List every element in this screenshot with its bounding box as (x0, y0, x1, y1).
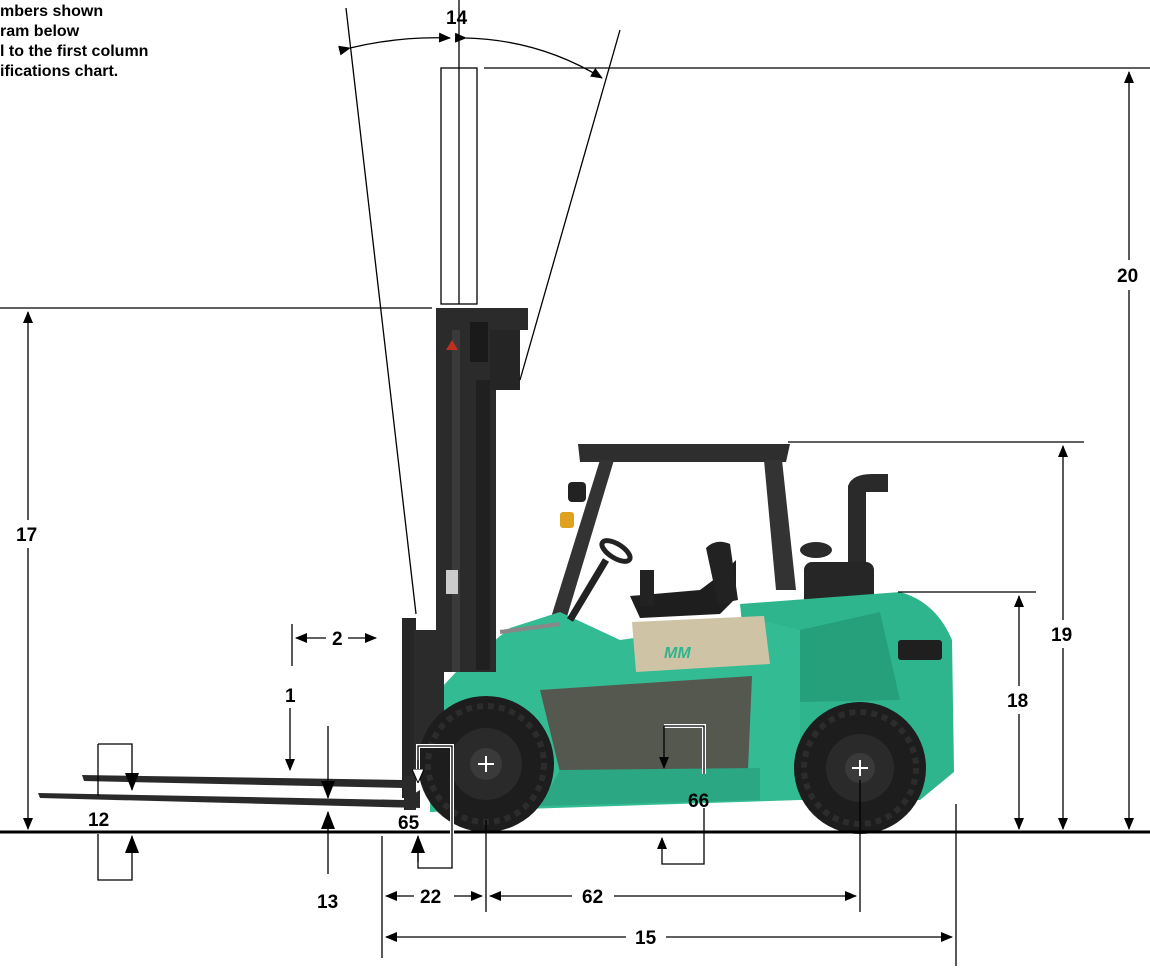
axle-center-marks (478, 756, 868, 776)
intro-note: mbers shown ram below l to the first col… (0, 2, 230, 82)
fork-upper (82, 775, 404, 788)
label-13: 13 (317, 892, 338, 913)
label-2: 2 (332, 629, 343, 650)
operator-station (566, 538, 738, 622)
engine-cover (632, 616, 770, 672)
label-17: 17 (16, 525, 37, 546)
label-65: 65 (398, 813, 420, 834)
engine-cover-logo: MM (664, 645, 691, 662)
label-20: 20 (1117, 266, 1138, 287)
label-18: 18 (1007, 691, 1028, 712)
label-14: 14 (446, 8, 468, 29)
fork-lower (38, 790, 420, 808)
forklift-illustration: MM (38, 308, 954, 834)
label-62: 62 (582, 887, 603, 908)
intro-note-line-2: ram below (0, 23, 80, 40)
exhaust-stack (800, 474, 888, 614)
label-12: 12 (88, 810, 109, 831)
label-1: 1 (285, 686, 296, 707)
label-19: 19 (1051, 625, 1072, 646)
label-15: 15 (635, 928, 657, 949)
overhead-guard (544, 444, 796, 640)
intro-note-line-1: mbers shown (0, 3, 104, 20)
intro-note-line-3: l to the first column (0, 43, 149, 60)
label-22: 22 (420, 887, 441, 908)
intro-note-line-4: ifications chart. (0, 63, 119, 80)
mast (436, 308, 528, 672)
dimension-labels: 14 20 17 19 18 2 1 12 13 65 66 22 62 15 (16, 8, 1138, 949)
label-66: 66 (688, 791, 709, 812)
body-lower-panel (540, 676, 752, 772)
